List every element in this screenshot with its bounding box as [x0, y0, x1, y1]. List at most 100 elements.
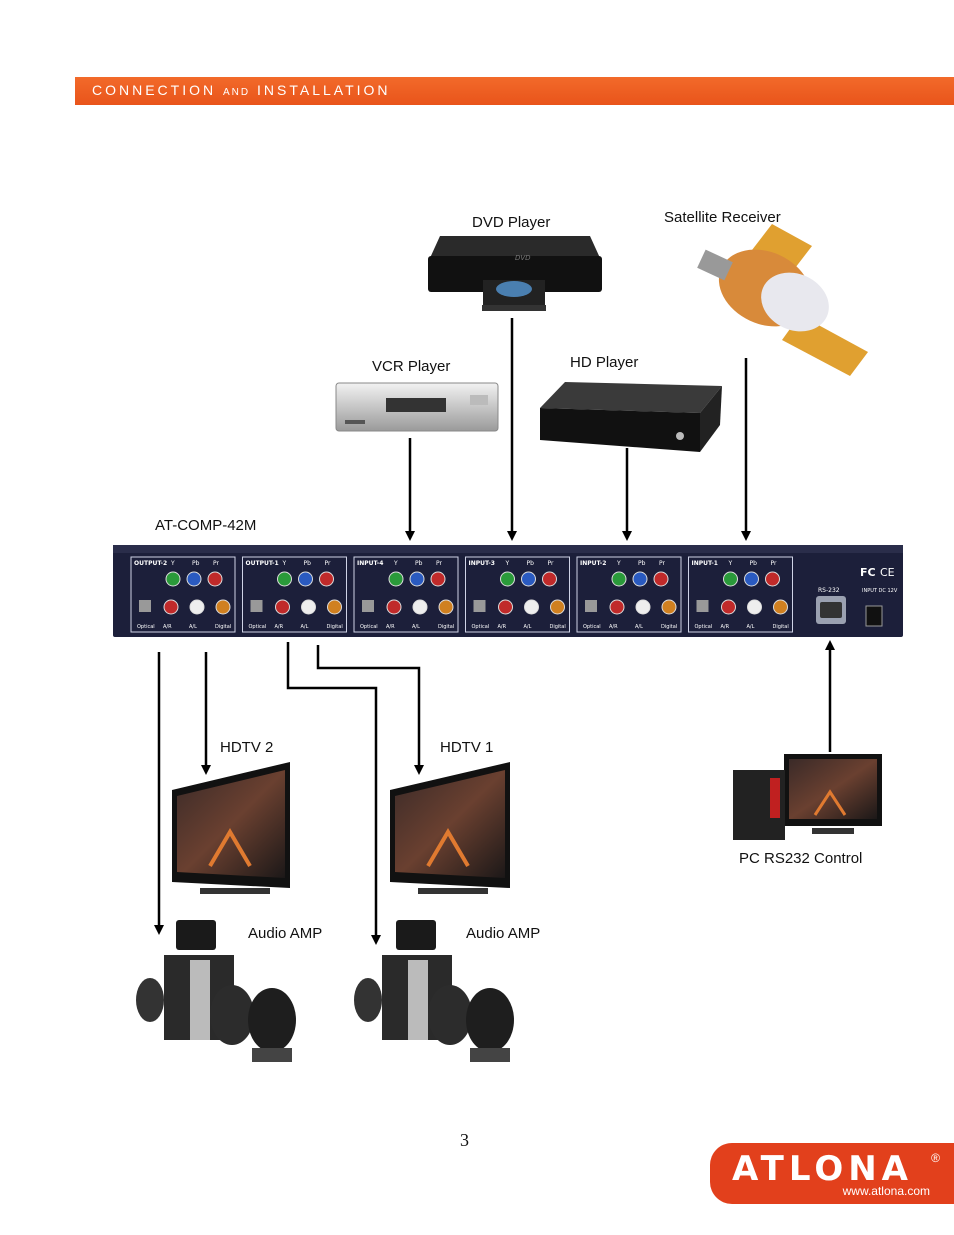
jack-label: Optical	[695, 624, 713, 630]
audio-amp-left-label: Audio AMP	[248, 925, 323, 942]
jack-label: Optical	[583, 624, 601, 630]
jack-label: Optical	[249, 624, 267, 630]
jack-label: Pb	[527, 560, 535, 567]
amp-right-arrow	[286, 642, 381, 945]
section-title: CONNECTION AND INSTALLATION	[92, 82, 391, 98]
jack-label: Y	[393, 560, 398, 567]
port-group-label: INPUT-2	[580, 560, 606, 567]
hdtv2-image	[172, 762, 290, 894]
jack-label: Y	[505, 560, 510, 567]
section-title-word-3: INSTALLATION	[257, 82, 391, 98]
rca-jack	[550, 599, 565, 615]
rca-jack	[207, 571, 223, 587]
audio-amp-left-image	[136, 920, 296, 1062]
rca-jack	[524, 599, 539, 615]
port-group-frame	[688, 556, 793, 633]
rca-jack	[277, 571, 292, 587]
optical-port	[585, 600, 597, 612]
rca-jack	[653, 571, 669, 587]
hdtv1-arrow	[316, 645, 424, 775]
pc-image	[733, 754, 882, 840]
rca-jack	[661, 599, 677, 615]
source-arrows	[405, 318, 835, 752]
jack-label: A/R	[721, 624, 730, 630]
port-group-label: OUTPUT-2	[134, 560, 167, 567]
port-group-frame	[130, 556, 236, 633]
jack-label: Pr	[771, 560, 778, 567]
page-number: 3	[460, 1130, 469, 1150]
port-group-frame	[465, 556, 570, 633]
rca-jack	[747, 599, 762, 615]
atlona-logo: ATLONA ® www.atlona.com	[710, 1143, 954, 1204]
rca-jack	[723, 571, 738, 587]
jack-label: Digital	[661, 624, 677, 630]
rca-jack	[611, 571, 627, 587]
rca-jack	[165, 571, 181, 587]
hd-player-label: HD Player	[570, 354, 639, 371]
jack-label: Y	[728, 560, 733, 567]
jack-label: A/L	[524, 624, 532, 630]
rca-jack	[163, 599, 179, 615]
hd-player-image	[540, 382, 722, 452]
pc-rs232-label: PC RS232 Control	[739, 850, 863, 867]
jack-label: A/L	[189, 624, 197, 630]
jack-label: Pr	[436, 560, 443, 567]
jack-label: A/R	[609, 624, 618, 630]
port-group-frame	[242, 556, 347, 633]
rca-jack	[498, 599, 513, 615]
rca-jack	[409, 571, 425, 587]
jack-label: A/R	[498, 624, 507, 630]
jack-label: Pb	[304, 560, 312, 567]
rs232-port	[816, 596, 846, 624]
port-group-label: INPUT-4	[357, 560, 383, 567]
rca-jack	[215, 599, 231, 615]
port-group-frame	[353, 556, 459, 633]
rca-jack	[744, 571, 759, 587]
satellite-receiver-image	[697, 224, 868, 376]
jack-label: Digital	[550, 624, 566, 630]
hdtv1-label: HDTV 1	[440, 739, 494, 756]
rca-jack	[301, 599, 316, 615]
jack-label: Optical	[137, 624, 155, 630]
jack-label: Pr	[213, 560, 220, 567]
jack-label: A/R	[386, 624, 395, 630]
rca-jack	[319, 571, 334, 587]
audio-amp-right-image	[354, 920, 514, 1062]
section-title-word-1: CONNECTION	[92, 82, 217, 98]
rca-jack	[521, 571, 536, 587]
device-model-label: AT-COMP-42M	[155, 517, 257, 534]
rca-jack	[542, 571, 557, 587]
rca-jack	[773, 599, 788, 615]
port-group-label: INPUT-3	[469, 560, 495, 567]
ce-mark: CE	[880, 566, 895, 579]
hdtv1-image	[390, 762, 510, 894]
section-header-bar: CONNECTION AND INSTALLATION	[75, 77, 954, 105]
rca-jack	[412, 599, 428, 615]
rs232-label: RS-232	[818, 587, 840, 594]
rca-jack	[275, 599, 290, 615]
dvd-player-label: DVD Player	[472, 214, 551, 231]
jack-label: Pr	[325, 560, 332, 567]
optical-port	[473, 600, 486, 612]
rca-jack	[327, 599, 342, 615]
rca-jack	[298, 571, 313, 587]
rca-jack	[632, 571, 648, 587]
jack-label: Digital	[215, 624, 231, 630]
jack-label: Pb	[192, 560, 200, 567]
power-jack	[865, 605, 883, 627]
jack-label: Pb	[415, 560, 423, 567]
vcr-player-image	[335, 382, 499, 432]
jack-label: Optical	[360, 624, 378, 630]
rca-jack	[438, 599, 454, 615]
optical-port	[139, 600, 151, 612]
dvd-player-image: DVD	[428, 236, 602, 311]
logo-registered-mark: ®	[931, 1151, 940, 1165]
section-title-word-2: AND	[223, 87, 251, 98]
port-group-label: OUTPUT-1	[246, 560, 279, 567]
